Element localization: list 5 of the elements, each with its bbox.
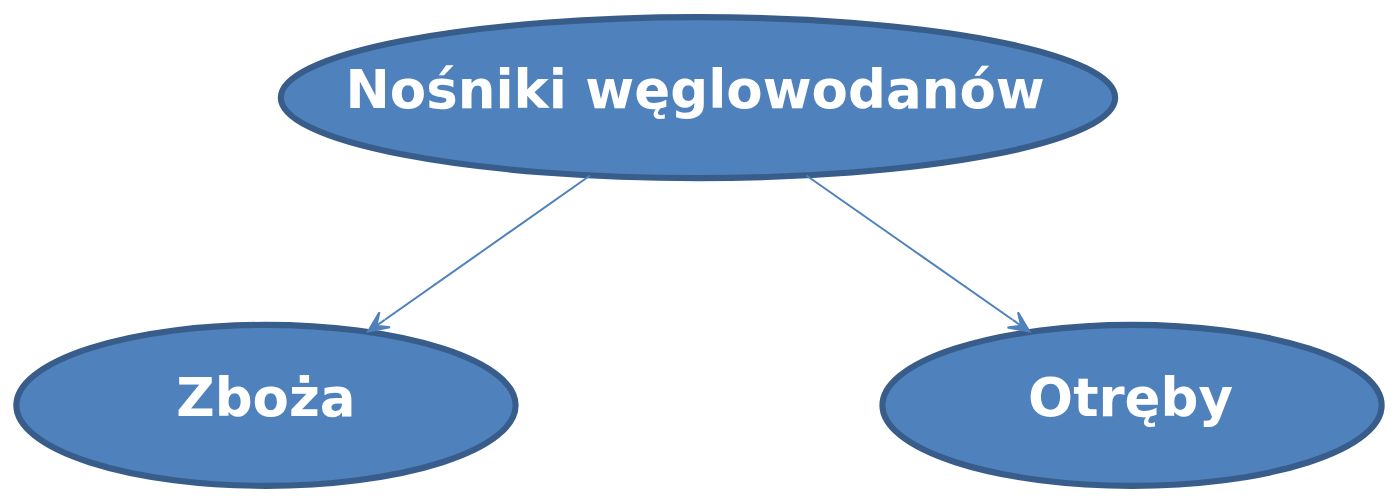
node-ellipse: Zboża: [13, 321, 519, 489]
node-ellipse: Otręby: [879, 321, 1385, 489]
arrow: [367, 174, 591, 333]
arrow: [805, 174, 1031, 333]
node-ellipse: Nośniki węglowodanów: [277, 14, 1119, 182]
